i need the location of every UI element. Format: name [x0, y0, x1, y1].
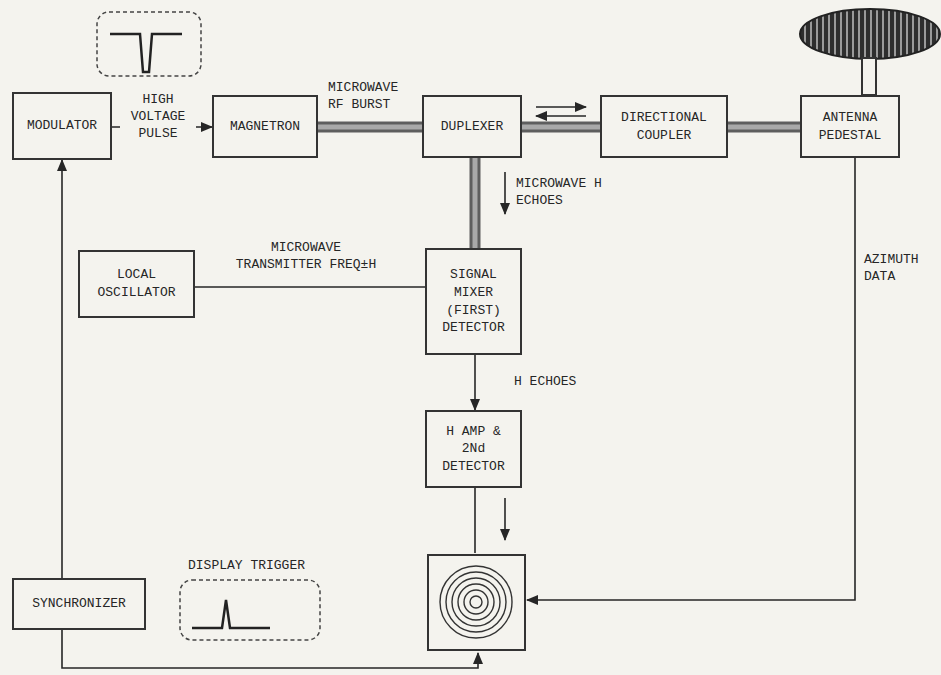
- signal-wire: [474, 355, 476, 410]
- edge-label: MICROWAVE TRANSMITTER FREQ±H: [228, 240, 384, 274]
- waveguide: [522, 107, 600, 127]
- process-box: MODULATOR: [12, 92, 112, 160]
- trigger-inset: [180, 580, 320, 640]
- signal-wire: [61, 160, 63, 578]
- process-box: H AMP & 2Nd DETECTOR: [425, 410, 522, 488]
- signal-arrow: [504, 498, 506, 540]
- box-label: LOCAL OSCILLATOR: [88, 266, 185, 301]
- waveguide-wall: [522, 122, 600, 133]
- display-scope: [428, 555, 525, 650]
- waveguide: [318, 127, 422, 128]
- flow-arrow: [504, 172, 506, 214]
- antenna-dish: [800, 9, 940, 59]
- waveguide-wall: [728, 122, 800, 133]
- signal-label: AZIMUTH DATA: [862, 252, 936, 286]
- trigger-waveform: [192, 600, 270, 628]
- flow-arrow: [536, 115, 586, 117]
- waveguide-wall: [470, 158, 481, 248]
- box-label: SIGNAL MIXER (FIRST) DETECTOR: [435, 266, 512, 336]
- process-box: SYNCHRONIZER: [12, 578, 146, 630]
- edge-label: HIGH VOLTAGE PULSE: [120, 92, 196, 143]
- box-label: ANTENNA PEDESTAL: [810, 109, 890, 144]
- signal-line: [475, 355, 476, 410]
- process-box: DIRECTIONAL COUPLER: [600, 95, 728, 158]
- box-label: H AMP & 2Nd DETECTOR: [435, 423, 512, 476]
- box-label: MAGNETRON: [222, 118, 308, 136]
- waveguide: [728, 127, 800, 128]
- process-box: DUPLEXER: [422, 95, 522, 158]
- antenna-mast: [862, 58, 876, 95]
- flow-arrow: [536, 106, 586, 108]
- process-box: SIGNAL MIXER (FIRST) DETECTOR: [425, 248, 522, 355]
- edge-label: MICROWAVE RF BURST: [326, 80, 418, 114]
- process-box: LOCAL OSCILLATOR: [78, 250, 195, 318]
- waveguide-core: [728, 125, 800, 130]
- video-wire: [474, 488, 476, 553]
- waveguide-core: [473, 158, 478, 248]
- edge-label: H ECHOES: [512, 374, 596, 391]
- edge-label: MICROWAVE H ECHOES: [514, 176, 608, 210]
- box-label: SYNCHRONIZER: [22, 595, 136, 613]
- waveguide-core: [318, 125, 422, 130]
- signal-line: [62, 160, 63, 578]
- signal-label: DISPLAY TRIGGER: [186, 558, 330, 575]
- waveguide-wall: [318, 122, 422, 133]
- pulse-waveform: [110, 34, 182, 72]
- range-rings: [440, 566, 512, 638]
- waveguide: [475, 158, 505, 248]
- signal-wire: [195, 286, 425, 288]
- trigger-wire: [62, 630, 478, 668]
- process-box: ANTENNA PEDESTAL: [800, 95, 900, 158]
- box-label: MODULATOR: [22, 117, 102, 135]
- box-label: DIRECTIONAL COUPLER: [610, 109, 718, 144]
- waveguide-core: [522, 125, 600, 130]
- box-label: DUPLEXER: [432, 118, 512, 136]
- pulse-inset: [97, 12, 201, 76]
- signal-line: [195, 287, 425, 288]
- process-box: MAGNETRON: [212, 95, 318, 158]
